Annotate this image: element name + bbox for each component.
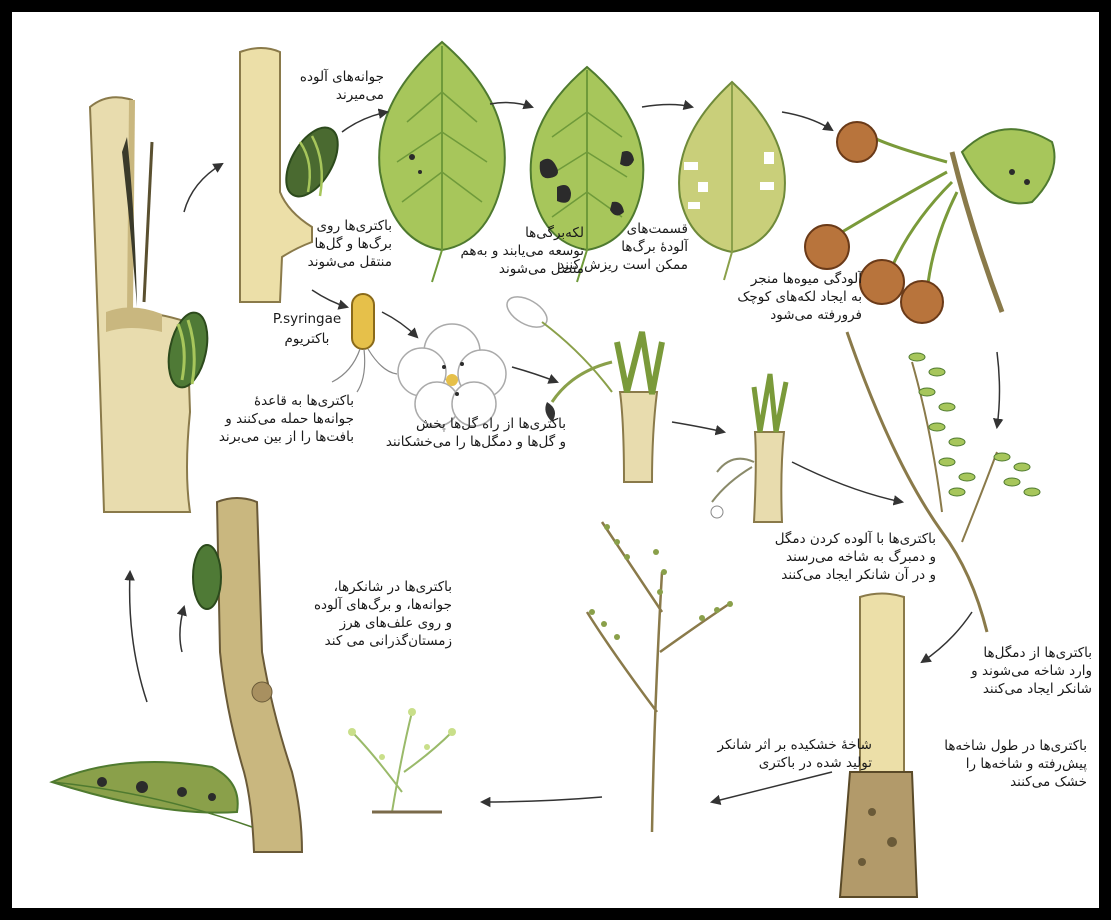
arrow-leaf-to-leaf2 [490, 103, 532, 107]
label-branch-spread: باکتری‌ها در طول شاخه‌ها پیش‌رفته و شاخه… [907, 737, 1087, 791]
arrow-to-bacterium [312, 290, 347, 307]
arrow-stem-to-bud [184, 164, 222, 212]
flowering-spur-illustration [502, 291, 662, 482]
diagram-frame: جوانه‌های آلوده می‌میرند باکتری‌ها روی ب… [12, 12, 1099, 908]
arrow-bud-to-leaf [342, 112, 387, 132]
label-bud-base-attack: باکتری‌ها به قاعدهٔ جوانه‌ها حمله می‌کنن… [192, 392, 354, 446]
main-stem-illustration [90, 97, 190, 512]
arrow-fruit-down [997, 352, 1000, 427]
label-buds-die: جوانه‌های آلوده می‌میرند [274, 68, 384, 104]
infected-spur-illustration [711, 374, 786, 522]
label-fruit-infection: آلودگی میوه‌ها منجر به ایجاد لکه‌های کوچ… [692, 270, 862, 324]
label-species-word: باکتریوم [262, 330, 352, 348]
arrow-leaf3-to-fruit [782, 112, 832, 130]
arrow-bacterium-to-flower [382, 312, 417, 337]
arrow-leaf-to-stem [180, 607, 184, 652]
label-pedicel-canker: باکتری‌ها با آلوده کردن دمگل و دمبرگ به … [726, 530, 936, 584]
shot-hole-leaf-illustration [679, 82, 785, 280]
label-species-name: P.syringae [262, 310, 352, 328]
arrow-leaf2-to-leaf3 [642, 105, 692, 108]
arrow-weed-up [130, 572, 147, 702]
label-dried-branch: شاخهٔ خشکیده بر اثر شانکر تولید شده در ب… [672, 736, 872, 772]
label-overwinter: باکتری‌ها در شانکرها، جوانه‌ها، و برگ‌ها… [282, 578, 452, 650]
arrow-flower-to-spur [512, 367, 557, 382]
label-flower-spread: باکتری‌ها از راه گل‌ها پخش و گل‌ها و دمگ… [352, 415, 566, 451]
dried-branch-illustration [587, 522, 733, 832]
arrow-spur-to-spur [672, 422, 724, 432]
arrow-spur-to-twig [792, 462, 902, 502]
arrow-dead-to-weed [482, 797, 602, 802]
label-petiole-canker: باکتری‌ها از دمگل‌ها وارد شاخه می‌شوند و… [942, 644, 1092, 698]
leafy-twig-illustration [847, 332, 1040, 632]
arrow-canker-to-dead [712, 772, 832, 802]
label-bacteria-to-leaves: باکتری‌ها روی برگ‌ها و گل‌ها منتقل می‌شو… [282, 217, 392, 271]
label-leaf-parts-drop: قسمت‌های آلودهٔ برگ‌ها ممکن است ریزش کنن… [550, 220, 688, 274]
fallen-leaf-illustration [52, 762, 252, 827]
flower-illustration [398, 324, 506, 426]
weed-illustration [348, 708, 456, 812]
